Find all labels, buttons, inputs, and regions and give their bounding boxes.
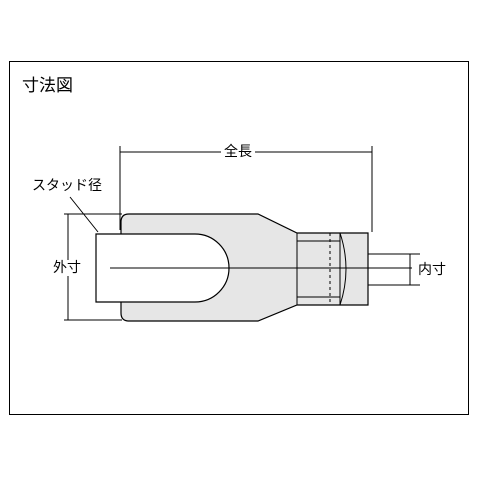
overall-length-label: 全長	[221, 144, 255, 160]
stud-diameter-label: スタッド径	[32, 178, 102, 194]
outer-dimension-label: 外寸	[51, 260, 83, 276]
inner-dimension-label: 内寸	[416, 262, 448, 278]
inner-dimension-line	[368, 253, 420, 286]
diagram-frame	[9, 61, 469, 415]
barrel-details	[296, 232, 347, 306]
diagram-title: 寸法図	[22, 76, 73, 96]
